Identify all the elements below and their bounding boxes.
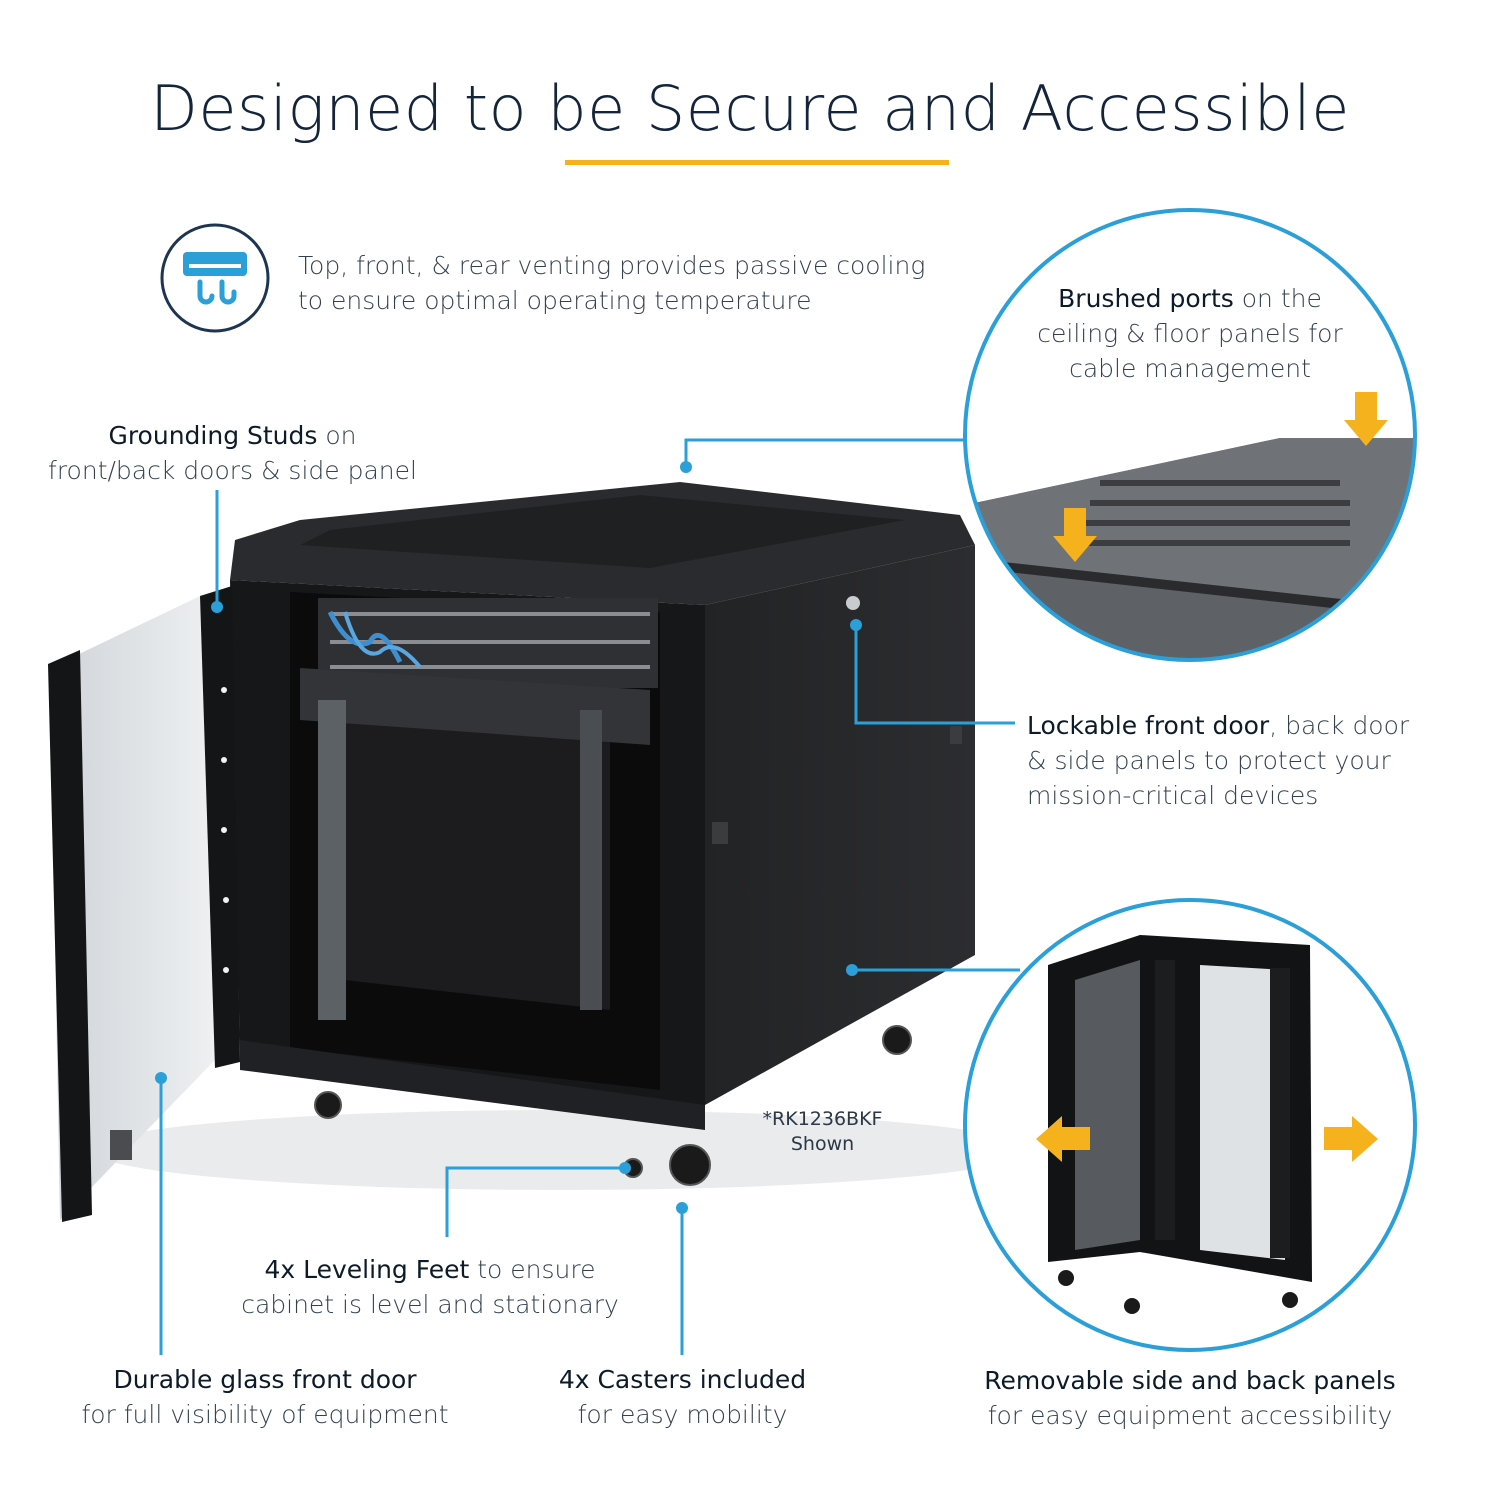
vent-callout: Top, front, & rear venting provides pass…	[298, 248, 938, 318]
casters-callout: 4x Casters included for easy mobility	[520, 1362, 845, 1432]
grounding-rest: on	[317, 421, 357, 450]
model-note-line2: Shown	[790, 1133, 855, 1155]
leader-lines	[159, 438, 1020, 1355]
lockable-callout: Lockable front door, back door & side pa…	[1027, 708, 1477, 813]
lockable-line2: & side panels to protect your	[1027, 746, 1391, 775]
leveling-bold: 4x Leveling Feet	[264, 1255, 470, 1284]
lockable-bold: Lockable front door	[1027, 711, 1270, 740]
server-cabinet	[230, 482, 975, 1186]
grounding-callout: Grounding Studs on front/back doors & si…	[30, 418, 435, 488]
leveling-line2: cabinet is level and stationary	[241, 1290, 619, 1319]
page-title: Designed to be Secure and Accessible	[150, 72, 1350, 145]
air-vent-icon	[160, 223, 270, 333]
grounding-bold: Grounding Studs	[108, 421, 318, 450]
brushed-bold: Brushed ports	[1058, 284, 1234, 313]
brushed-ports-zoom	[963, 208, 1417, 662]
grounding-line2: front/back doors & side panel	[48, 456, 417, 485]
lockable-rest: , back door	[1269, 711, 1410, 740]
vent-text-line2: to ensure optimal operating temperature	[298, 286, 812, 315]
leveling-callout: 4x Leveling Feet to ensure cabinet is le…	[230, 1252, 630, 1322]
model-note: *RK1236BKF Shown	[745, 1107, 900, 1157]
glass-line1: Durable glass front door	[113, 1365, 417, 1394]
brushed-callout: Brushed ports on the ceiling & floor pan…	[1030, 281, 1350, 386]
removable-callout: Removable side and back panels for easy …	[960, 1363, 1420, 1433]
casters-line2: for easy mobility	[577, 1400, 788, 1429]
glass-line2: for full visibility of equipment	[81, 1400, 449, 1429]
casters-line1: 4x Casters included	[558, 1365, 807, 1394]
removable-line1: Removable side and back panels	[984, 1366, 1396, 1395]
leveling-rest: to ensure	[469, 1255, 596, 1284]
removable-panels-zoom	[963, 898, 1417, 1352]
vent-text-line1: Top, front, & rear venting provides pass…	[298, 251, 926, 280]
brushed-line2: ceiling & floor panels for	[1037, 319, 1343, 348]
floor-shadow	[90, 1110, 1030, 1190]
brushed-line3: cable management	[1069, 354, 1311, 383]
glass-front-door	[48, 586, 240, 1222]
leader-dots	[155, 461, 862, 1214]
title-underline	[565, 160, 949, 165]
brushed-rest: on the	[1233, 284, 1322, 313]
model-note-line1: *RK1236BKF	[762, 1108, 883, 1130]
lockable-line3: mission-critical devices	[1027, 781, 1319, 810]
removable-line2: for easy equipment accessibility	[987, 1401, 1393, 1430]
glass-callout: Durable glass front door for full visibi…	[60, 1362, 470, 1432]
